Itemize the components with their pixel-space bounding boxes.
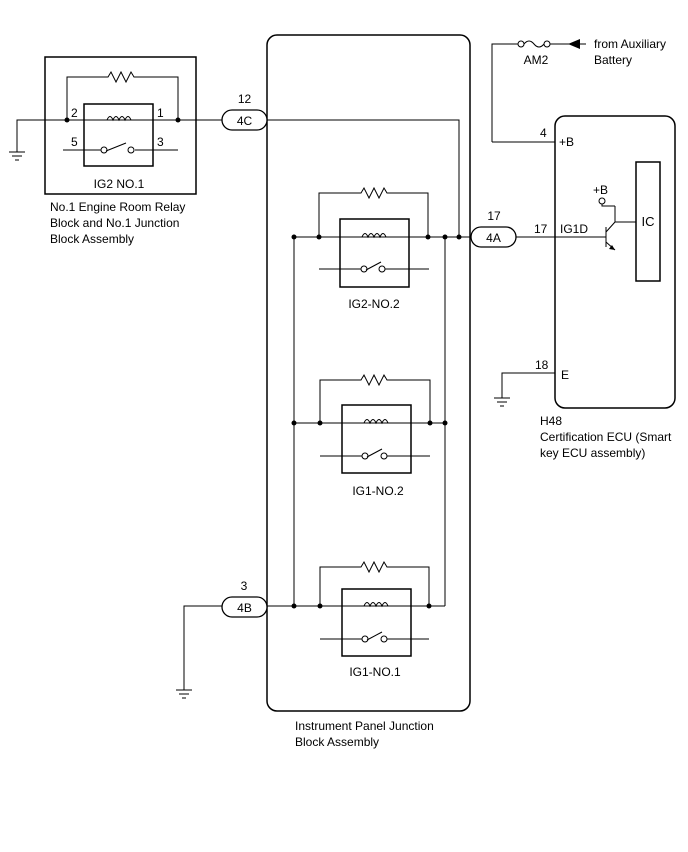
- pin-1-label: 1: [157, 106, 164, 120]
- junction-block-outline: [266, 34, 471, 712]
- junction-block-caption-2: Block Assembly: [295, 735, 379, 749]
- instrument-panel-junction-block: Instrument Panel Junction Block Assembly: [266, 34, 471, 749]
- relay-name-ig1-no2: IG1-NO.2: [352, 484, 404, 498]
- ecu-caption-2: key ECU assembly): [540, 446, 645, 460]
- pin-3-label: 3: [157, 135, 164, 149]
- connector-4c: 4C 12: [221, 92, 268, 131]
- engine-room-relay-block: 2 1 5 3 IG2 NO.1 No.1 Engine Room Relay …: [9, 56, 197, 246]
- pin-5-label: 5: [71, 135, 78, 149]
- ground-symbol: [494, 397, 510, 407]
- junction-internal-wiring: IG2-NO.2 IG1-NO.2 IG1-NO.1: [267, 119, 471, 679]
- relay-box-ig1-no2: [341, 404, 412, 474]
- connector-4b-pin: 3: [241, 579, 248, 593]
- relay-coil: [106, 116, 132, 122]
- connector-4a: 4A 17: [470, 209, 517, 248]
- ground-symbol: [176, 689, 192, 699]
- fuse-source-1: from Auxiliary: [594, 37, 666, 51]
- am2-fuse-feed: AM2 from Auxiliary Battery: [491, 37, 666, 142]
- ic-label: IC: [642, 214, 655, 229]
- relay-block-caption-3: Block Assembly: [50, 232, 134, 246]
- pin-2-label: 2: [71, 106, 78, 120]
- emitter-arrow-icon: [609, 245, 615, 250]
- fuse-source-2: Battery: [594, 53, 632, 67]
- connector-4a-id: 4A: [486, 231, 501, 245]
- ecu-term-ig1d: IG1D: [560, 222, 588, 236]
- ecu-pin-4: 4: [540, 126, 547, 140]
- relay-resistor: [66, 70, 179, 120]
- junction-block-caption-1: Instrument Panel Junction: [295, 719, 434, 733]
- connector-4b: 4B 3: [221, 579, 268, 618]
- relay-box-ig2-no1: [83, 103, 154, 167]
- wire-4b-ground: [183, 605, 222, 690]
- relay-block-caption-1: No.1 Engine Room Relay: [50, 200, 185, 214]
- ground-symbol: [9, 151, 25, 161]
- relay-block-outline: [44, 56, 197, 195]
- relay-box-ig1-no1: [341, 588, 412, 657]
- relay-box-ig2-no2: [339, 218, 410, 288]
- relay-block-caption-2: Block and No.1 Junction: [50, 216, 179, 230]
- ecu-internal-supply: +B: [593, 183, 608, 197]
- ecu-pin-18: 18: [535, 358, 549, 372]
- arrow-icon: [568, 39, 580, 49]
- ecu-caption-1: Certification ECU (Smart: [540, 430, 672, 444]
- relay-name-ig2-no2: IG2-NO.2: [348, 297, 400, 311]
- connector-4c-pin: 12: [238, 92, 252, 106]
- ic-block: [635, 161, 661, 282]
- ecu-outline: [554, 115, 676, 409]
- ecu-code: H48: [540, 414, 562, 428]
- fuse-name: AM2: [524, 53, 549, 67]
- ecu-term-plus-b: +B: [559, 135, 574, 149]
- certification-ecu: 4 +B 17 IG1D +B IC 18 E H48 Certificatio…: [492, 115, 676, 460]
- relay-name-ig2-no1: IG2 NO.1: [94, 177, 145, 191]
- relay-ground-wire: [16, 119, 67, 152]
- ecu-pin-17: 17: [534, 222, 548, 236]
- ecu-term-e: E: [561, 368, 569, 382]
- relay-name-ig1-no1: IG1-NO.1: [349, 665, 401, 679]
- connector-4c-id: 4C: [237, 114, 253, 128]
- connector-4b-id: 4B: [237, 601, 252, 615]
- connector-4a-pin: 17: [487, 209, 501, 223]
